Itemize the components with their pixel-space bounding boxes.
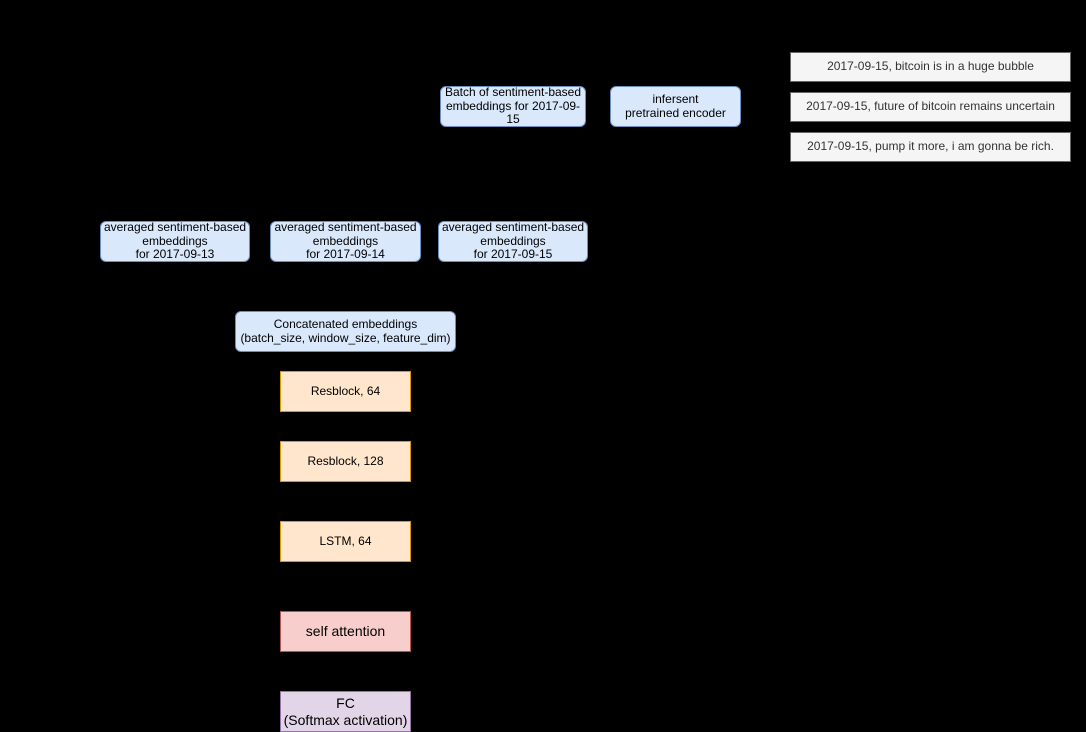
infersent-encoder-box[interactable]: infersent pretrained encoder — [610, 86, 741, 127]
self-attention-box[interactable]: self attention — [280, 611, 411, 652]
lstm-64-box[interactable]: LSTM, 64 — [280, 521, 411, 562]
fc-softmax-box[interactable]: FC (Softmax activation) — [280, 691, 411, 732]
resblock-128-box[interactable]: Resblock, 128 — [280, 441, 411, 482]
averaged-embeddings-box-2017-09-14[interactable]: averaged sentiment-based embeddings for … — [270, 220, 421, 262]
sentence-box-2[interactable]: 2017-09-15, future of bitcoin remains un… — [790, 92, 1071, 122]
concatenated-embeddings-box[interactable]: Concatenated embeddings (batch_size, win… — [235, 311, 456, 352]
resblock-64-box[interactable]: Resblock, 64 — [280, 371, 411, 412]
sentence-box-1[interactable]: 2017-09-15, bitcoin is in a huge bubble — [790, 52, 1071, 82]
averaged-embeddings-box-2017-09-13[interactable]: averaged sentiment-based embeddings for … — [100, 220, 250, 262]
sentence-box-3[interactable]: 2017-09-15, pump it more, i am gonna be … — [790, 132, 1071, 162]
averaged-embeddings-box-2017-09-15[interactable]: averaged sentiment-based embeddings for … — [438, 220, 588, 262]
batch-embeddings-box[interactable]: Batch of sentiment-based embeddings for … — [440, 85, 586, 127]
